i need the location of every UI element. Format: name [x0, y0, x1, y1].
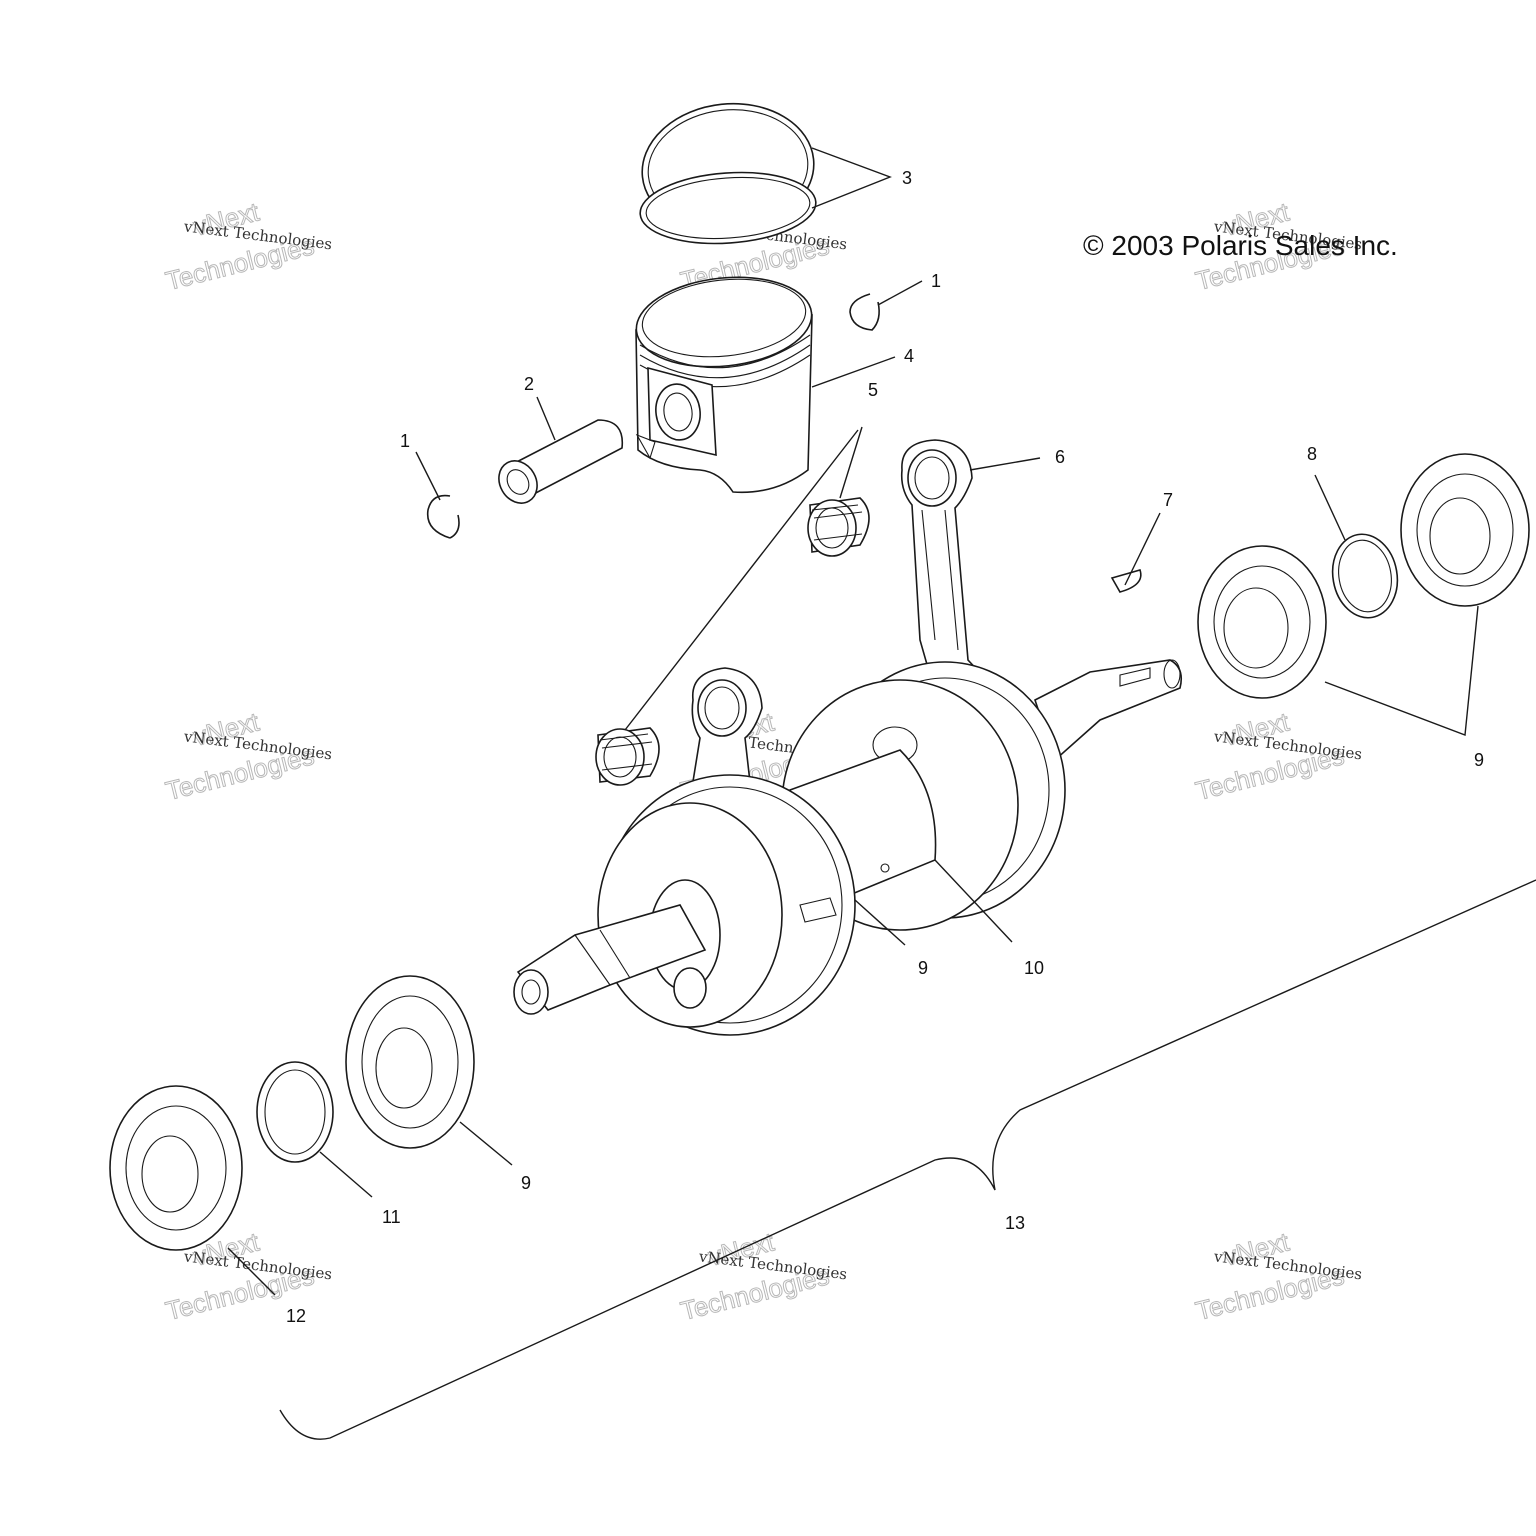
callout-9-left: 9	[521, 1173, 531, 1193]
connecting-rod-lower	[689, 667, 763, 801]
seal-right	[1400, 453, 1530, 607]
callout-1-right: 1	[931, 271, 941, 291]
assembly-bracket	[279, 879, 1536, 1440]
seal-left	[109, 1085, 243, 1251]
needle-bearing-upper	[807, 497, 870, 557]
callout-8: 8	[1307, 444, 1317, 464]
callout-6: 6	[1055, 447, 1065, 467]
circlip-right	[849, 293, 880, 331]
callout-1-left: 1	[400, 431, 410, 451]
callout-10: 10	[1024, 958, 1044, 978]
circlip-left	[426, 494, 460, 539]
callout-13: 13	[1005, 1213, 1025, 1233]
callout-9-right: 9	[1474, 750, 1484, 770]
main-bearing-left	[345, 975, 475, 1149]
needle-bearing-lower	[595, 727, 660, 786]
crankshaft	[513, 659, 1183, 1036]
callout-12: 12	[286, 1306, 306, 1326]
callout-11: 11	[382, 1207, 401, 1227]
callout-numbers: 3 1 4 2 1 5 6 7 8 9 9 10 9 11 12 13	[286, 168, 1484, 1326]
callout-2: 2	[524, 374, 534, 394]
piston	[635, 276, 813, 494]
wrist-pin	[498, 419, 624, 504]
callout-5: 5	[868, 380, 878, 400]
callout-4: 4	[904, 346, 914, 366]
callout-3: 3	[902, 168, 912, 188]
shim-ring	[1331, 533, 1399, 619]
spacer-ring	[256, 1061, 334, 1163]
callout-7: 7	[1163, 490, 1173, 510]
main-bearing-right	[1197, 545, 1327, 699]
copyright-notice: © 2003 Polaris Sales Inc.	[1083, 230, 1398, 261]
piston-rings	[639, 102, 817, 245]
leader-lines	[227, 147, 1479, 1296]
callout-9-center: 9	[918, 958, 928, 978]
